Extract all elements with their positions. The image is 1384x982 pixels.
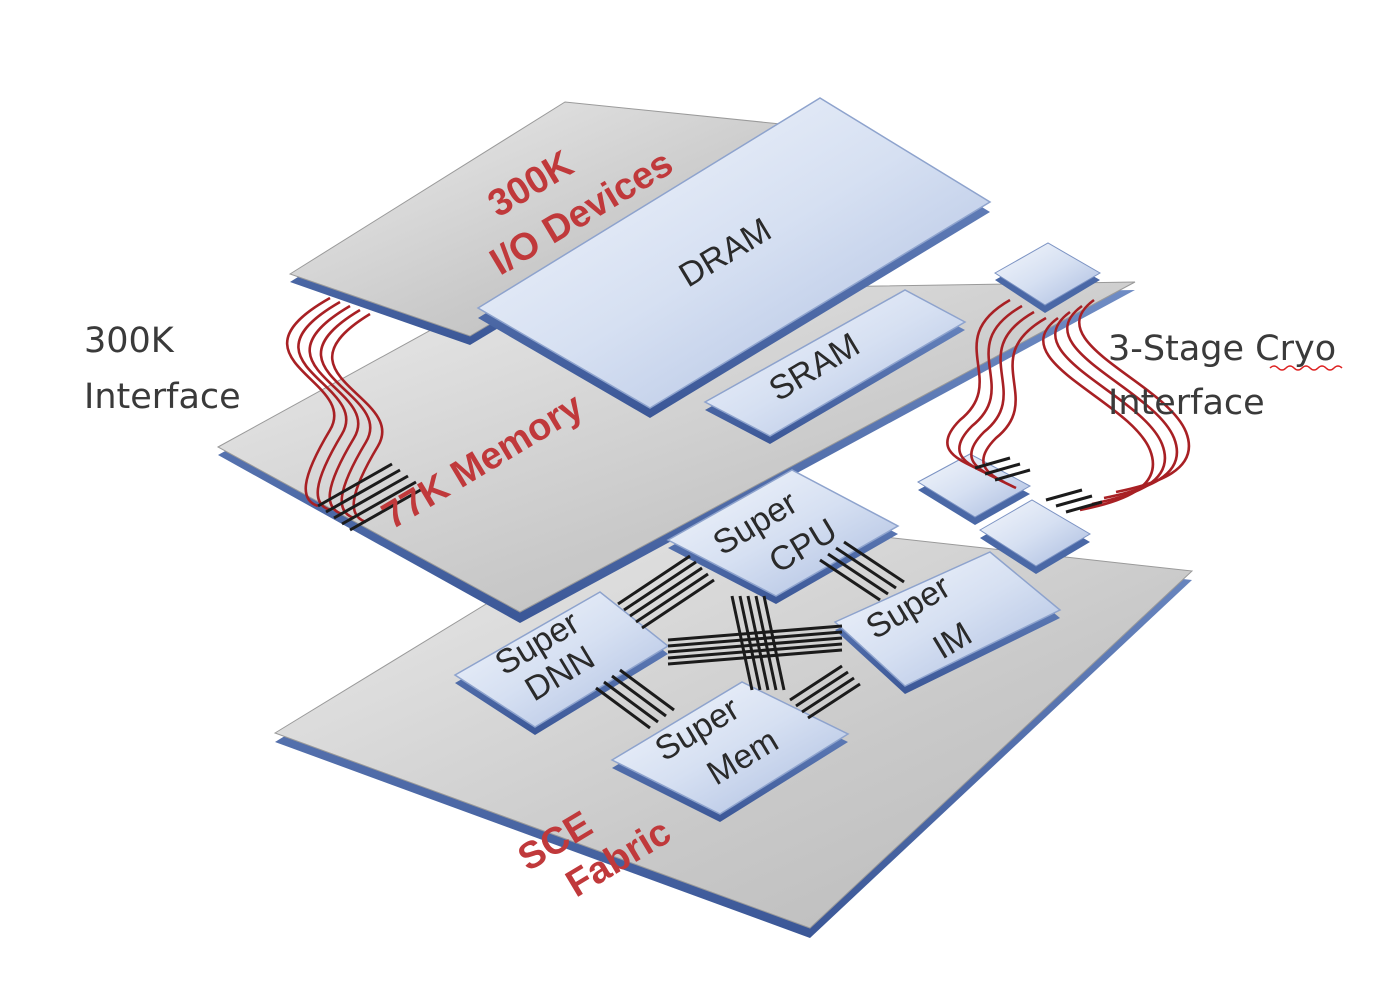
300k-interface-cables [286, 296, 384, 524]
cryo-interface-connectors [974, 456, 1103, 514]
cryo-chip-left [916, 453, 1032, 525]
super-cpu-block [666, 469, 900, 604]
super-mem-block [610, 681, 850, 822]
right-interface-prefix: 3-Stage [1108, 329, 1255, 369]
sram-block [703, 289, 967, 444]
left-interface-label-line1: 300K [84, 321, 175, 361]
right-interface-cryo-word: Cryo [1255, 329, 1336, 369]
spellcheck-underline [1269, 365, 1343, 371]
right-interface-label-line1: 3-Stage Cryo [1108, 329, 1336, 369]
300k-interface-connector [317, 462, 425, 532]
fabric-interconnect [595, 540, 905, 730]
cryo-chip-right [979, 499, 1091, 574]
cryo-interface-cables [946, 298, 1191, 512]
cryo-chip-top [994, 242, 1101, 313]
super-im-block [833, 551, 1062, 694]
right-interface-label-line2: Interface [1108, 383, 1265, 423]
dram-block [476, 97, 992, 418]
left-interface-label-line2: Interface [84, 377, 241, 417]
